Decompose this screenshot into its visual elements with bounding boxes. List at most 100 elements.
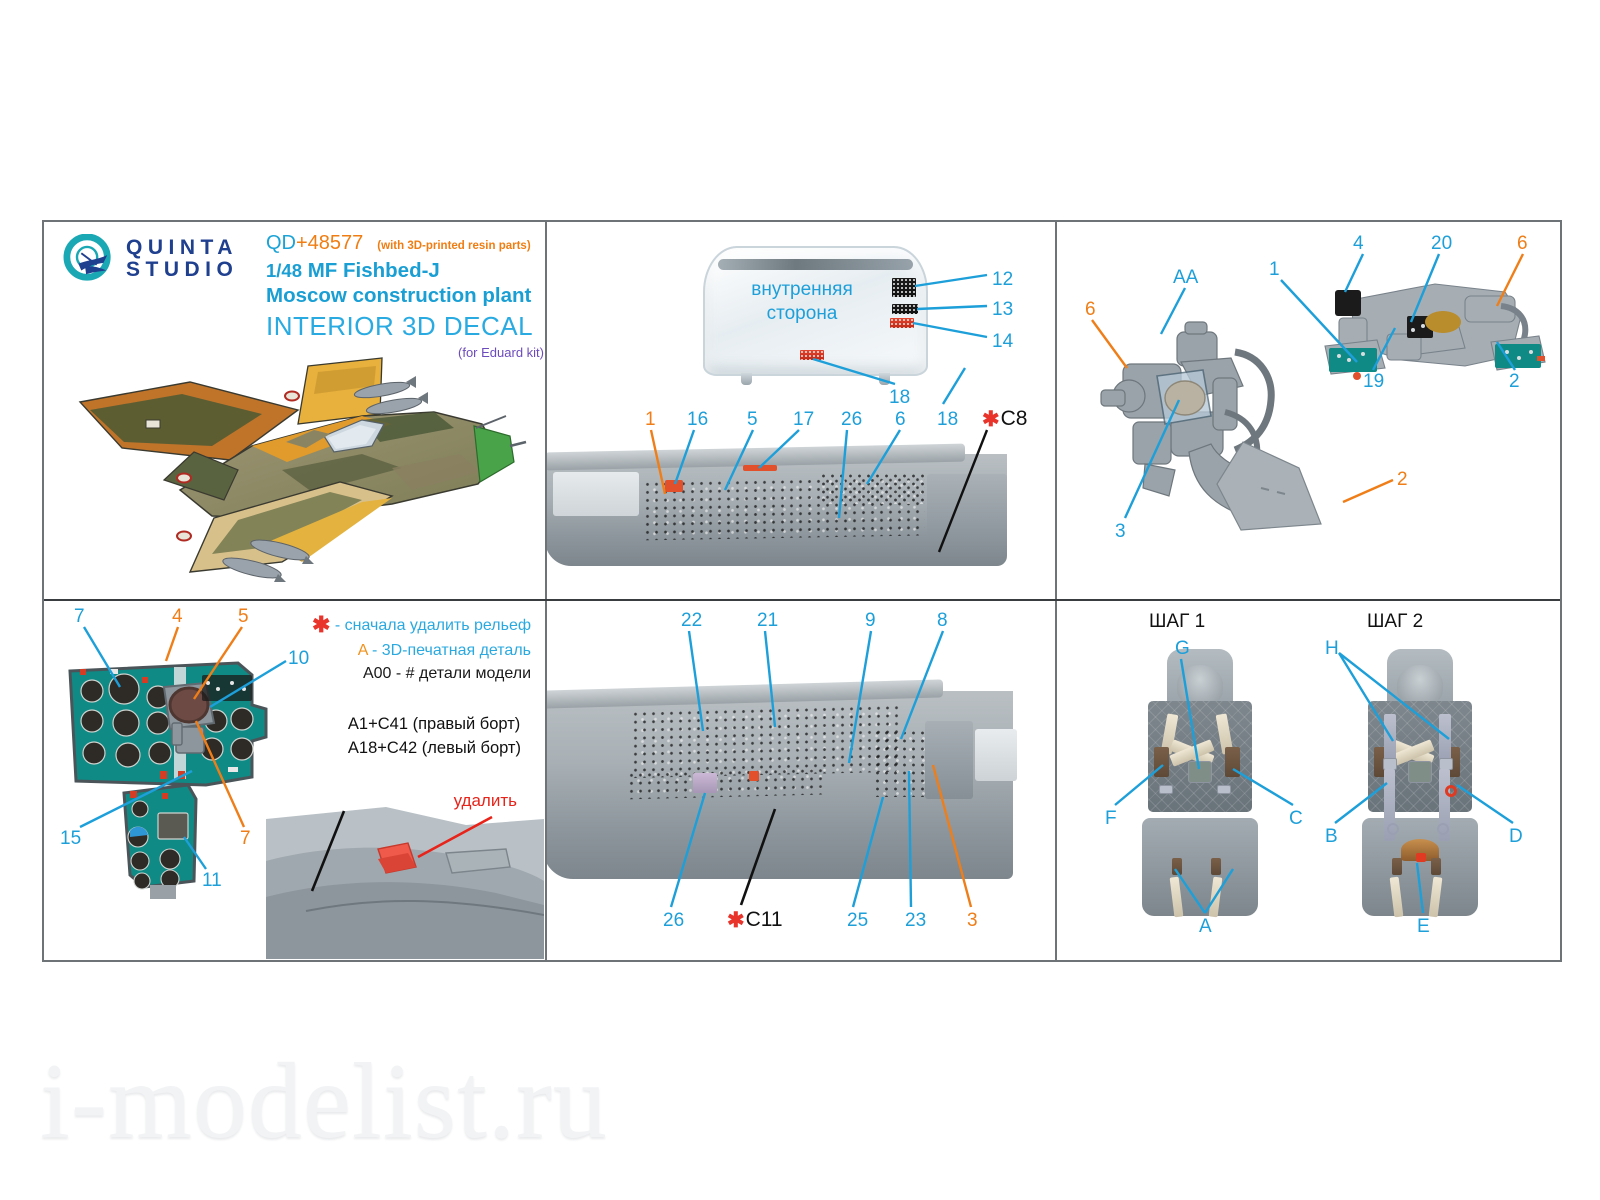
instruction-grid: QUINTA STUDIO QD+48577 (with 3D-printed … — [42, 220, 1562, 962]
cockpit-rear-bulkhead — [925, 721, 973, 799]
main-instrument-panel-photo — [66, 661, 284, 789]
callout-console-6: 6 — [895, 409, 906, 430]
callout-seat2-E: E — [1417, 916, 1430, 937]
callout-ip-11: 11 — [202, 870, 222, 891]
callout-sidewall-4: 4 — [1353, 233, 1364, 254]
resin-seat-assembly-photo — [1085, 292, 1335, 542]
grid-divider-vertical-2 — [1055, 222, 1057, 960]
brand-logo: QUINTA STUDIO — [62, 234, 238, 284]
seat1-pad-left — [1154, 746, 1170, 777]
callout-ip-7: 7 — [74, 606, 85, 627]
seat2-leg-pad-left — [1392, 858, 1403, 876]
panel-title-block: QUINTA STUDIO QD+48577 (with 3D-printed … — [44, 222, 545, 599]
seat2-strap-H-right — [1439, 714, 1452, 765]
seat1-buckle-C — [1216, 785, 1231, 794]
callout-resin-3: 3 — [1115, 521, 1126, 542]
callout-sidewall-20: 20 — [1431, 233, 1453, 254]
seat2-strap-H-left — [1384, 714, 1397, 765]
callout-seat1-C: C — [1289, 808, 1303, 829]
seat2-buckle-right — [1438, 757, 1453, 770]
seat2-seat-pan — [1362, 817, 1478, 916]
callout-console-5: 5 — [747, 409, 758, 430]
panel-instrument-and-legend: 7 4 5 10 15 7 11 ✱ - сначала удалить рел… — [44, 601, 545, 960]
callout-resin-2: 2 — [1397, 469, 1408, 490]
cockpit-opening-right — [975, 729, 1017, 781]
seat-step2-photo — [1351, 649, 1489, 921]
seat2-buckle-left — [1383, 757, 1398, 770]
callout-lower-c11: ✱C11 — [727, 908, 783, 932]
seat1-center-buckle-G — [1187, 760, 1212, 783]
callout-lower-9: 9 — [865, 610, 876, 631]
product-kit-note: (for Eduard kit) — [458, 345, 544, 360]
symbol-legend: ✱ - сначала удалить рельеф A - 3D-печатн… — [312, 609, 531, 686]
brand-name-line2: STUDIO — [126, 258, 239, 281]
sidewall-note-line2: A18+C42 (левый борт) — [347, 738, 521, 757]
seat2-headcup — [1396, 665, 1444, 707]
seat2-yoke-E — [1400, 839, 1439, 862]
callout-ip-5: 5 — [238, 606, 249, 627]
product-scale-subject: 1/48 MF Fishbed-J — [266, 259, 440, 282]
callout-console-c8: ✱C8 — [982, 407, 1028, 431]
callout-lower-25: 25 — [847, 910, 869, 931]
canopy-rail — [718, 259, 913, 271]
canopy-decal-12 — [892, 278, 916, 297]
panel-seat-steps: ШАГ 1 ШАГ 2 — [1057, 601, 1560, 960]
callout-canopy-18: 18 — [889, 387, 911, 408]
legend-row-a: A - 3D-печатная деталь — [357, 642, 531, 660]
step1-title: ШАГ 1 — [1149, 611, 1206, 632]
callout-sidewall-19: 19 — [1363, 371, 1385, 392]
callout-seat2-B: B — [1325, 826, 1338, 847]
console-violet-panel — [693, 773, 717, 793]
console-red-switch — [665, 480, 683, 492]
seat2-yoke-release — [1415, 853, 1426, 862]
callout-seat2-H: H — [1325, 638, 1339, 659]
callout-seat1-F: F — [1105, 808, 1117, 829]
seat1-leg-pad-left — [1172, 858, 1183, 876]
sidewall-note-line1: A1+C41 (правый борт) — [347, 715, 521, 733]
callout-seat1-G: G — [1175, 638, 1190, 659]
product-plant: Moscow construction plant — [266, 284, 532, 307]
seat2-loop-left — [1386, 823, 1399, 836]
callout-seat1-A: A — [1199, 916, 1212, 937]
cockpit-opening-left — [553, 472, 639, 516]
callout-seat2-D: D — [1509, 826, 1523, 847]
seat2-leg-pad-right — [1431, 858, 1442, 876]
seat1-pad-right — [1224, 746, 1240, 777]
callout-ip-7b: 7 — [240, 828, 251, 849]
grid-divider-horizontal — [44, 599, 1560, 601]
console-red-knob — [749, 771, 759, 781]
legend-row-star: ✱ - сначала удалить рельеф — [311, 612, 531, 637]
product-code: QD+48577 — [266, 232, 364, 254]
callout-console-1: 1 — [645, 409, 656, 430]
seat2-strap-D — [1439, 768, 1451, 841]
product-header: QD+48577 (with 3D-printed resin parts) 1… — [266, 232, 544, 360]
callout-console-17: 17 — [793, 409, 815, 430]
callout-sidewall-6: 6 — [1517, 233, 1528, 254]
callout-lower-22: 22 — [681, 610, 703, 631]
callout-lower-21: 21 — [757, 610, 779, 631]
side-console-decal-upper — [819, 472, 929, 504]
center-console-photo — [118, 783, 204, 899]
seat2-loop-right — [1436, 823, 1449, 836]
canopy-decal-18 — [800, 350, 824, 360]
seat1-seat-pan — [1142, 817, 1258, 916]
quinta-q-logo-icon — [63, 234, 111, 281]
callout-console-16: 16 — [687, 409, 709, 430]
callout-lower-8: 8 — [937, 610, 948, 631]
console-red-lever — [743, 465, 777, 471]
callout-lower-23: 23 — [905, 910, 927, 931]
callout-ip-10: 10 — [288, 648, 310, 669]
sidewall-part-note: A1+C41 (правый борт) A18+C42 (левый борт… — [348, 713, 521, 761]
star-icon: ✱ — [982, 408, 1000, 431]
star-icon: ✱ — [311, 612, 331, 637]
product-type: INTERIOR 3D DECAL — [266, 311, 534, 341]
lower-console-decal-lower — [627, 766, 827, 800]
seat2-red-ring — [1444, 785, 1457, 797]
callout-canopy-12: 12 — [992, 269, 1014, 290]
brand-name-line1: QUINTA — [126, 236, 238, 260]
callout-canopy-13: 13 — [992, 299, 1014, 320]
seat2-center-buckle — [1407, 760, 1432, 783]
